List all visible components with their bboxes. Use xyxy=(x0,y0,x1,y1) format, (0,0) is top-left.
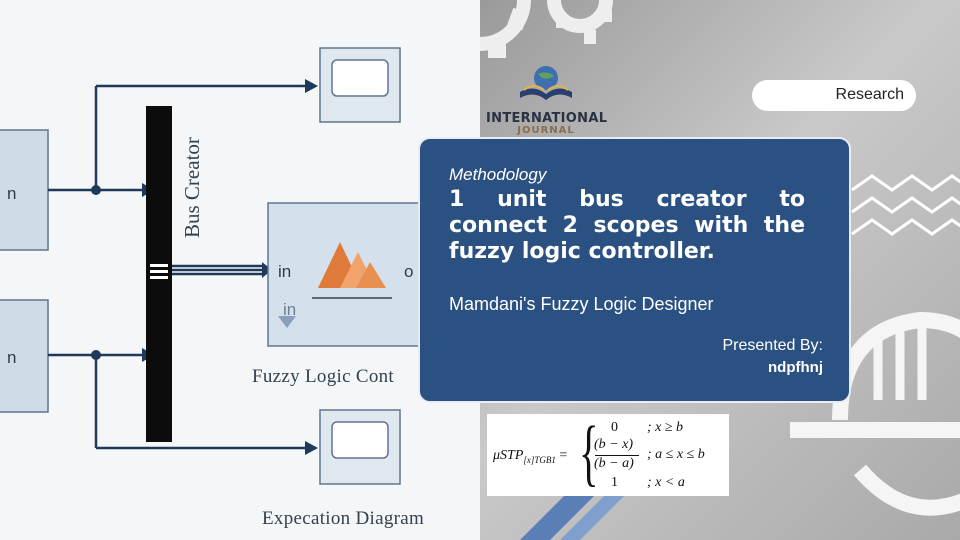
blue-stripe xyxy=(520,490,600,540)
formula-condition-1: ; x ≥ b xyxy=(647,420,684,435)
fuzzy-logic-controller-block[interactable] xyxy=(267,202,429,347)
down-arrow-icon xyxy=(278,316,296,328)
fraction-line xyxy=(595,455,639,456)
card-title: 1 unit bus creator to connect 2 scopes w… xyxy=(449,187,805,264)
gear-icon xyxy=(480,0,613,51)
formula-value-2-numerator: (b − x) xyxy=(594,437,633,452)
formula-condition-3: ; x < a xyxy=(647,475,685,490)
membership-formula: μSTP[x]TGB1 = { 0 (b − x) (b − a) 1 ; x … xyxy=(487,414,729,496)
formula-value-2-denominator: (b − a) xyxy=(594,456,634,471)
formula-lhs: μSTP[x]TGB1 = xyxy=(493,448,568,465)
flc-in-port-lower: in xyxy=(283,300,297,319)
research-badge: Research xyxy=(752,80,916,111)
presented-by-label: Presented By: xyxy=(722,337,824,354)
formula-value-3: 1 xyxy=(611,475,618,490)
formula-brace: { xyxy=(579,412,599,494)
source-port-bottom-label: n xyxy=(7,348,17,367)
scope-bottom[interactable] xyxy=(319,409,401,485)
zigzag-lines xyxy=(851,174,960,236)
bus-creator-bar[interactable] xyxy=(146,106,172,442)
signal-wires xyxy=(48,84,305,450)
flc-in-port: in xyxy=(278,262,292,281)
globe-book-icon xyxy=(520,66,572,100)
expectation-diagram-label: Expecation Diagram xyxy=(262,508,425,529)
card-subtitle: Mamdani's Fuzzy Logic Designer xyxy=(449,294,714,314)
source-port-top-label: n xyxy=(7,184,17,203)
source-block-bottom xyxy=(0,299,49,413)
journal-logo: INTERNATIONAL JOURNAL xyxy=(486,64,608,136)
journal-logo-title: INTERNATIONAL xyxy=(486,111,608,126)
journal-logo-subtitle: JOURNAL xyxy=(517,125,575,136)
bus-creator-label: Bus Creator xyxy=(180,137,204,238)
formula-condition-2: ; a ≤ x ≤ b xyxy=(647,447,705,462)
methodology-card: Methodology 1 unit bus creator to connec… xyxy=(418,137,851,403)
flc-out-port: o xyxy=(404,262,414,281)
author-name: ndpfhnj xyxy=(768,359,823,376)
fuzzy-logic-controller-label: Fuzzy Logic Cont xyxy=(252,366,395,387)
simulink-diagram: n n in o in Bus Creator Fuzzy Logic Cont… xyxy=(0,0,480,540)
formula-value-1: 0 xyxy=(611,420,618,435)
diagram-canvas xyxy=(0,47,429,485)
card-tag: Methodology xyxy=(449,165,547,184)
scope-top[interactable] xyxy=(319,47,401,123)
